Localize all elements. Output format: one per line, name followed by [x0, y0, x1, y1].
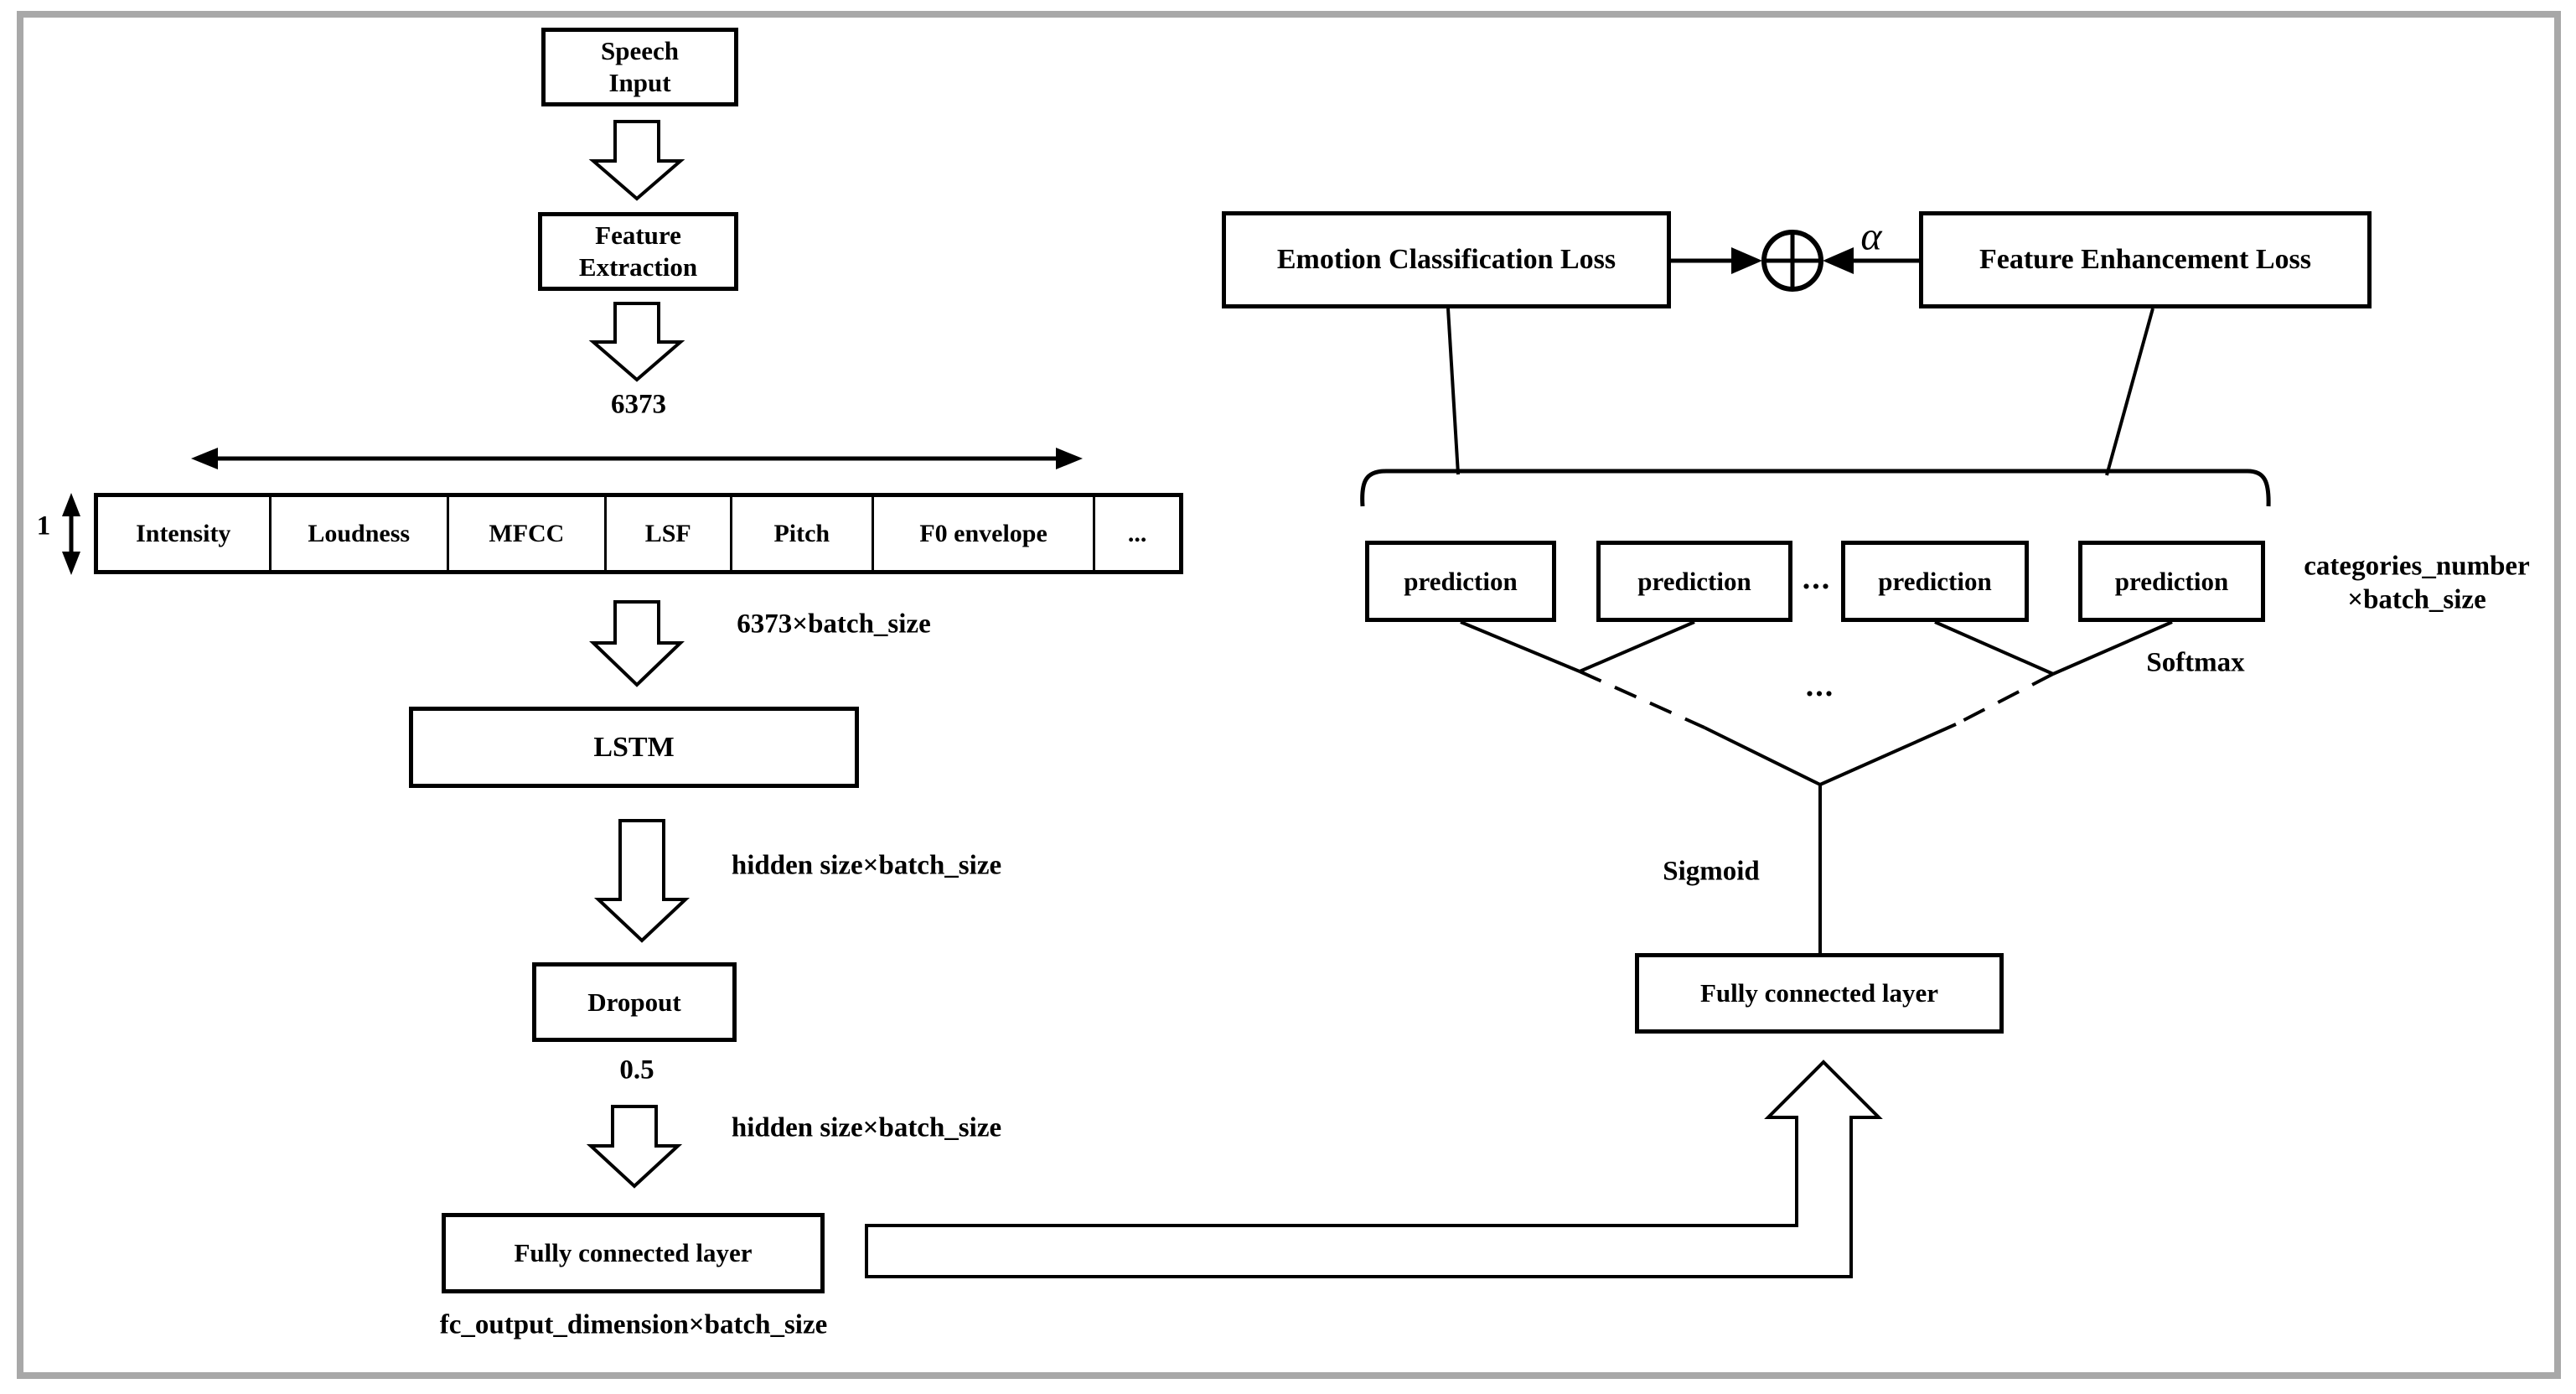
dropout-label: Dropout [587, 987, 681, 1017]
prediction-label-3: prediction [1878, 566, 1992, 596]
fully-connected-left-box: Fully connected layer [442, 1213, 825, 1293]
emotion-classification-loss-box: Emotion Classification Loss [1222, 211, 1671, 308]
down-block-arrow-2 [588, 302, 685, 382]
fc-output-label: fc_output_dimension×batch_size [439, 1309, 828, 1340]
tree-line-p2 [1579, 620, 1695, 673]
prediction-label-1: prediction [1404, 566, 1518, 596]
batch-6373-label: 6373×batch_size [737, 609, 931, 640]
tree-solid-right-lower [1819, 723, 1957, 786]
tree-solid-left-lower [1704, 726, 1821, 786]
prediction-ellipsis-label: ... [1802, 561, 1832, 596]
sigmoid-label: Sigmoid [1663, 856, 1760, 887]
enhancement-loss-to-bracket-line [2105, 308, 2154, 476]
outer-frame [17, 11, 2561, 1379]
prediction-label-4: prediction [2114, 566, 2229, 596]
prediction-box-4: prediction [2078, 541, 2265, 622]
height-arrow-top-head [62, 493, 80, 516]
width-arrow-left-head [191, 448, 218, 469]
emotion-classification-loss-label: Emotion Classification Loss [1276, 244, 1616, 276]
feature-enhancement-loss-label: Feature Enhancement Loss [1979, 244, 2312, 276]
feature-cell-loudness: Loudness [268, 497, 447, 570]
prediction-box-3: prediction [1841, 541, 2029, 622]
width-arrow-right-head [1056, 448, 1083, 469]
feature-cell-pitch: Pitch [729, 497, 872, 570]
tree-line-p4 [2052, 620, 2173, 676]
vector-height-label: 1 [36, 510, 51, 542]
tree-line-p1 [1460, 620, 1580, 673]
speech-input-line2: Input [608, 68, 671, 97]
softmax-label: Softmax [2146, 647, 2245, 678]
feature-enhancement-loss-box: Feature Enhancement Loss [1919, 211, 2372, 308]
loss-left-arrow-head [1731, 247, 1762, 274]
tree-ellipsis-label: ... [1805, 668, 1835, 703]
down-block-arrow-5 [586, 1105, 683, 1189]
feature-extraction-line1: Feature [595, 220, 681, 251]
feature-cell-mfcc: MFCC [446, 497, 604, 570]
hidden-size-label-1: hidden size×batch_size [731, 850, 1002, 881]
feature-vector-table: Intensity Loudness MFCC LSF Pitch F0 env… [94, 493, 1183, 574]
height-arrow-bottom-head [62, 552, 80, 575]
down-block-arrow-3 [589, 600, 685, 687]
down-block-arrow-4 [593, 819, 691, 943]
feature-extraction-box: Feature Extraction [538, 212, 738, 291]
categories-number-label-line1: categories_number [2304, 551, 2530, 582]
fully-connected-right-label: Fully connected layer [1699, 978, 1939, 1008]
tree-line-p3 [1934, 620, 2054, 676]
dropout-rate-label: 0.5 [619, 1055, 654, 1086]
tree-dashed-right [1955, 672, 2054, 726]
speech-input-line1: Speech [601, 36, 679, 66]
categories-number-label-line2: ×batch_size [2347, 584, 2486, 615]
down-block-arrow-1 [588, 120, 685, 201]
fully-connected-right-box: Fully connected layer [1635, 953, 2004, 1034]
dropout-box: Dropout [532, 962, 737, 1042]
prediction-box-2: prediction [1596, 541, 1792, 622]
fully-connected-left-label: Fully connected layer [514, 1238, 753, 1268]
loss-right-arrow-head [1823, 247, 1854, 274]
feature-cell-f0-envelope: F0 envelope [871, 497, 1093, 570]
vector-width-label: 6373 [611, 389, 666, 420]
tree-dashed-left [1579, 670, 1705, 729]
alpha-label: α [1860, 214, 1882, 259]
up-arrow-connector [865, 1060, 1883, 1278]
lstm-box: LSTM [409, 707, 859, 788]
lstm-label: LSTM [593, 731, 675, 763]
feature-cell-ellipsis: ... [1093, 497, 1179, 570]
hidden-size-label-2: hidden size×batch_size [731, 1112, 1002, 1143]
feature-cell-lsf: LSF [603, 497, 730, 570]
predictions-bracket [1360, 469, 2271, 507]
feature-cell-intensity: Intensity [136, 519, 231, 547]
speech-input-box: Speech Input [541, 28, 738, 106]
prediction-box-1: prediction [1365, 541, 1556, 622]
prediction-label-2: prediction [1637, 566, 1751, 596]
feature-extraction-line2: Extraction [578, 252, 698, 282]
emotion-loss-to-bracket-line [1446, 308, 1460, 475]
